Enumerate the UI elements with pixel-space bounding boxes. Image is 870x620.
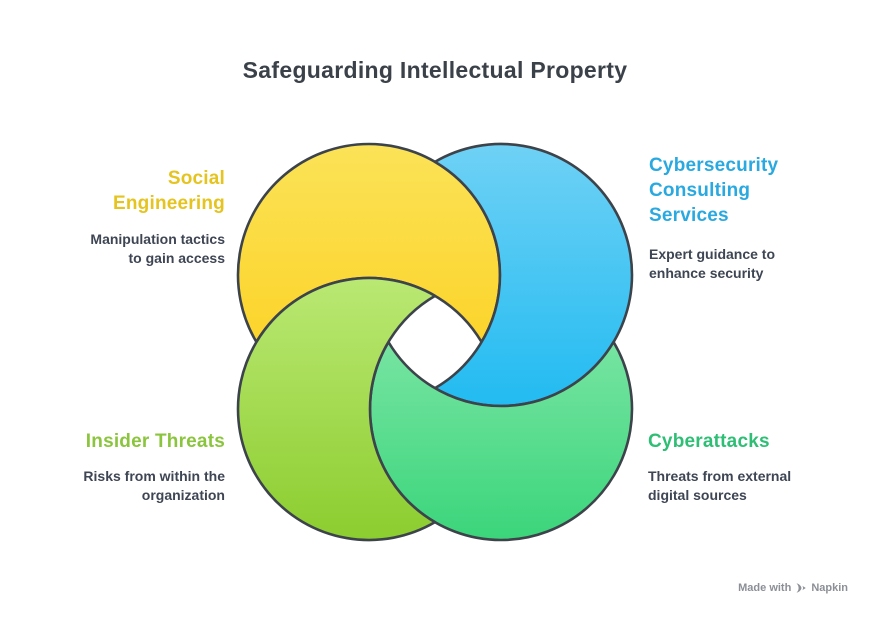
circle-insider-threats — [236, 276, 437, 542]
section-description-cybersecurity-consulting: Expert guidance to enhance security — [649, 246, 776, 281]
page-title: Safeguarding Intellectual Property — [242, 57, 628, 83]
watermark-brand: Napkin — [811, 582, 848, 594]
section-label-insider-threats: Insider Threats — [85, 431, 225, 452]
section-label-cybersecurity-consulting: Cybersecurity Consulting Services — [649, 155, 779, 226]
section-description-social-engineering: Manipulation tactics to gain access — [90, 231, 225, 266]
section-description-insider-threats: Risks from within the organization — [83, 468, 225, 503]
pen-nib-icon — [796, 583, 807, 593]
section-label-cyberattacks: Cyberattacks — [648, 431, 770, 452]
section-description-cyberattacks: Threats from external digital sources — [648, 468, 792, 503]
section-label-social-engineering: Social Engineering — [113, 168, 225, 214]
watermark: Made with Napkin — [738, 582, 848, 594]
watermark-prefix: Made with — [738, 582, 792, 594]
